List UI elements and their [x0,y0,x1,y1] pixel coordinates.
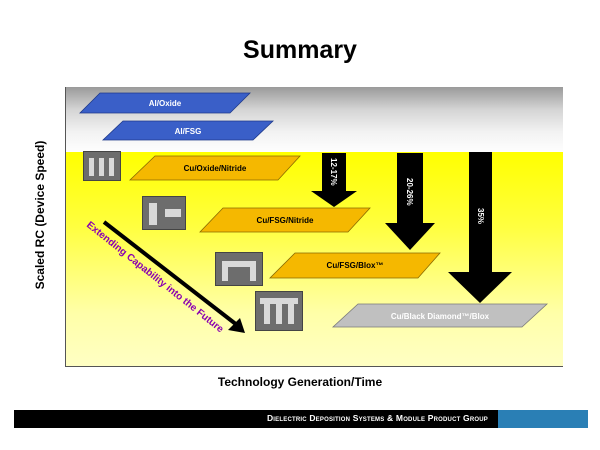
stage-label-cu-fsg-blox: Cu/FSG/Blox™ [327,261,384,270]
improvement-arrow-1: 12-17% [311,153,357,207]
improvement-label-3: 35% [476,208,485,224]
trend-label: Extending Capability into the Future [84,220,226,336]
x-axis-label: Technology Generation/Time [217,375,383,389]
sem-image-cu-black-diamond [255,291,303,331]
x-axis-line [65,366,563,367]
sem-image-cu-oxide [83,151,121,181]
footer-accent [498,410,588,428]
stage-cu-oxide-nitride: Cu/Oxide/Nitride [129,155,301,181]
stage-label-cu-fsg-nitride: Cu/FSG/Nitride [257,216,314,225]
sem-image-cu-blox [215,252,263,286]
sem-image-cu-fsg [142,196,186,230]
footer-text: Dielectric Deposition Systems & Module P… [266,413,488,423]
footer-bar: Dielectric Deposition Systems & Module P… [14,410,498,428]
improvement-arrow-3: 35% [448,152,512,303]
stage-label-al-oxide: Al/Oxide [149,99,182,108]
improvement-arrow-2: 20-26% [385,153,435,250]
stage-cu-black-diamond-blox: Cu/Black Diamond™/Blox [331,303,549,328]
stage-label-al-fsg: Al/FSG [175,127,202,136]
stage-al-fsg: Al/FSG [101,120,275,141]
stage-cu-fsg-nitride: Cu/FSG/Nitride [199,207,371,233]
y-axis-line [65,87,66,367]
stage-label-cu-oxide-nitride: Cu/Oxide/Nitride [184,164,247,173]
stage-al-oxide: Al/Oxide [79,92,251,114]
trend-arrow [102,220,245,333]
improvement-label-1: 12-17% [329,158,338,186]
slide-title: Summary [243,36,357,64]
stage-label-cu-black-diamond-blox: Cu/Black Diamond™/Blox [391,312,490,321]
stage-cu-fsg-blox: Cu/FSG/Blox™ [269,252,441,279]
improvement-label-2: 20-26% [405,178,414,206]
